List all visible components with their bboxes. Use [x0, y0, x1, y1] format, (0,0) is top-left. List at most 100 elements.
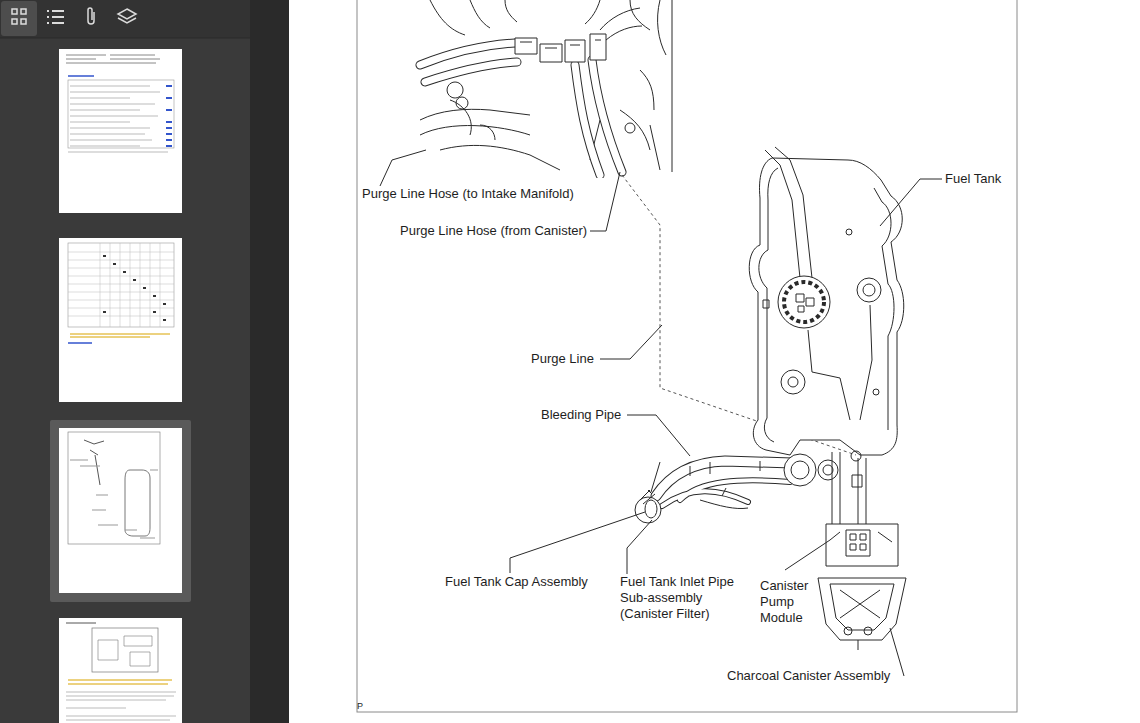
hose-outline: [575, 60, 622, 175]
outline-icon: [47, 11, 64, 23]
page-thumbnail: [59, 428, 182, 593]
thumbnail-heading: [68, 75, 94, 77]
filler-neck-flange: [791, 461, 809, 479]
thumbnail-drawing: [84, 440, 104, 485]
part-label: Charcoal Canister Assembly: [727, 668, 890, 684]
toolbar-divider: [0, 38, 250, 39]
thumbnail-marks: [103, 256, 166, 320]
bracket-line: [700, 500, 748, 509]
thumbnail-icon: [12, 9, 26, 24]
thumbnail-table: [68, 80, 174, 148]
tank-port: [781, 370, 805, 394]
tank-inner-line: [759, 168, 894, 442]
thumbnail-drawing: [125, 470, 150, 536]
sidebar: [0, 0, 250, 723]
tank-bracket: [852, 475, 862, 487]
leader-line: [890, 628, 904, 676]
part-label: Bleeding Pipe: [541, 407, 621, 423]
leader-line: [785, 540, 830, 570]
leader-line: [880, 179, 942, 226]
tank-pipe: [765, 147, 812, 278]
filler-neck-flange: [784, 454, 816, 486]
pump-module-detail: [830, 530, 892, 556]
selected-tab: [1, 1, 37, 36]
sender-ring: [863, 284, 875, 296]
tank-mount: [846, 229, 852, 235]
leader-line: [590, 172, 620, 231]
tank-bracket: [763, 300, 769, 308]
fuel-cap: [635, 497, 661, 523]
part-label: Purge Line Hose (from Canister): [400, 223, 587, 239]
sender-ring: [857, 278, 881, 302]
document-page: [357, 0, 1017, 712]
thumbnail-text: [66, 623, 96, 624]
attachment-icon: [88, 8, 94, 24]
breather-pipe-fill: [662, 480, 790, 506]
hose-outline: [425, 62, 517, 82]
leader-line: [651, 462, 660, 492]
leader-line: [380, 150, 426, 186]
tank-port: [851, 451, 861, 461]
engine-bay-sketch: [420, 0, 666, 175]
tank-mount: [873, 389, 879, 395]
page-thumbnail: [59, 238, 182, 402]
fuel-pump-ring: [778, 276, 830, 328]
leader-line: [600, 325, 662, 359]
thumbnail-text: [70, 86, 160, 146]
leader-line: [510, 512, 645, 573]
thumbnail-note: [70, 334, 170, 337]
pipe-clamp: [690, 461, 760, 496]
selected-thumbnail-frame: [50, 420, 191, 602]
thumbnail-link: [166, 86, 172, 146]
breather-pipe-outline: [662, 480, 790, 506]
canister-bolt: [844, 627, 852, 635]
sidebar-toolbar: [0, 0, 250, 38]
layers-icon: [118, 9, 136, 23]
leader-line: [627, 520, 652, 574]
fuel-pump-gear: [784, 282, 824, 322]
engine-sketch-lines: [420, 70, 660, 170]
part-label: Purge Line: [531, 351, 594, 367]
engine-bolt: [625, 123, 635, 133]
hose-connector: [515, 34, 606, 62]
fuel-cap-face: [645, 500, 657, 518]
fuel-tank-drawing: [749, 147, 904, 487]
thumbnail-drawing: [98, 636, 152, 666]
part-label: Canister Pump Module: [760, 578, 816, 626]
wire: [600, 8, 642, 40]
charcoal-canister-body: [818, 578, 906, 640]
canister-pipe: [832, 452, 866, 526]
thumbnail-text: [66, 55, 160, 63]
sidebar-gutter: [250, 0, 289, 723]
pump-connector: [796, 294, 814, 312]
thumbnail-table: [68, 243, 174, 327]
thumbnail-heading: [68, 342, 92, 344]
page-thumbnail: [59, 618, 182, 723]
canister-drain: [858, 640, 859, 650]
part-label: Purge Line Hose (to Intake Manifold): [362, 186, 574, 202]
thumbnail-text: [70, 460, 158, 538]
part-label: Fuel Tank: [945, 171, 1001, 187]
thumbnail-frame: [68, 432, 160, 544]
hose-fill: [425, 62, 517, 82]
thumbnail-text: [66, 692, 176, 720]
page-mark: P: [357, 701, 363, 712]
part-label: Fuel Tank Cap Assembly: [445, 574, 588, 590]
thumbnail-note: [68, 680, 172, 684]
leader-lines: [380, 150, 942, 676]
pump-module-body: [826, 524, 898, 566]
hose-fill: [575, 60, 622, 175]
thumbnail-grid: [68, 243, 174, 327]
charcoal-canister-detail: [830, 584, 894, 630]
inset-border: [672, 0, 673, 172]
connector-detail: [520, 40, 601, 48]
canister-bolt: [864, 627, 872, 635]
thumbnail-drawing: [92, 628, 158, 672]
thumbnail-text: [68, 152, 168, 153]
part-label: Fuel Tank Inlet Pipe Sub-assembly (Canis…: [620, 574, 738, 622]
leader-line: [627, 415, 690, 456]
engine-bolt: [456, 97, 468, 109]
page-thumbnail: [59, 49, 182, 213]
filler-neck-port: [818, 460, 838, 480]
